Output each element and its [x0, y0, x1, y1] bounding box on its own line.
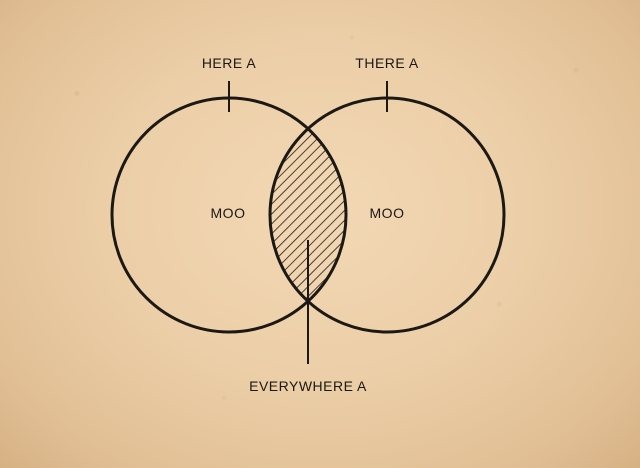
there-label: THERE A — [355, 55, 419, 71]
intersection-label: EVERYWHERE A — [249, 378, 367, 394]
right-set-label: MOO — [369, 205, 405, 221]
here-label: HERE A — [201, 55, 257, 71]
left-set-label: MOO — [210, 205, 246, 221]
intersection-hatch — [270, 98, 346, 332]
